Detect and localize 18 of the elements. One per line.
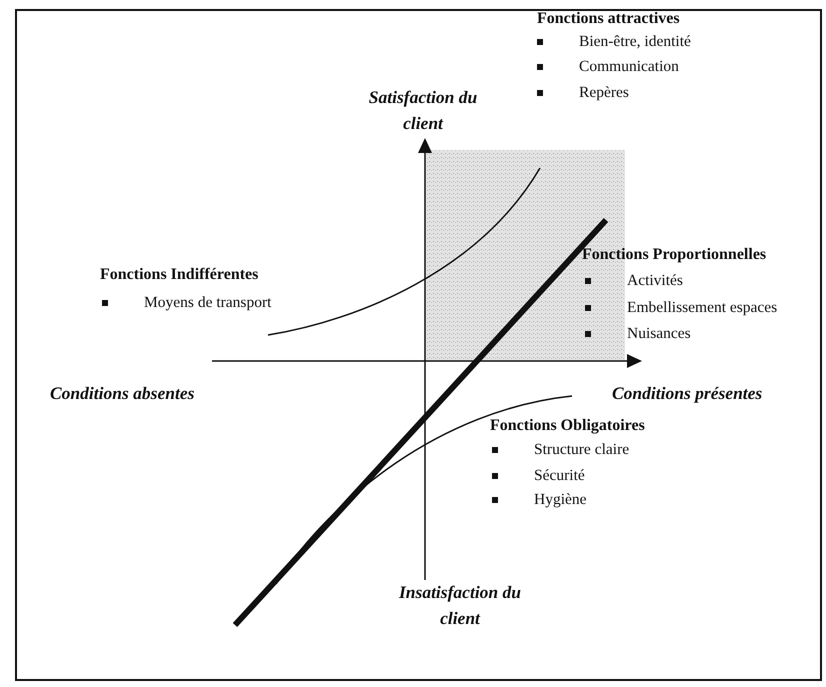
list-item: Sécurité (534, 467, 585, 484)
list-item: Hygiène (534, 491, 587, 508)
group-heading: Fonctions attractives (537, 10, 680, 28)
list-item: Embellissement espaces (627, 299, 778, 316)
list-item: Repères (579, 84, 629, 102)
axis-label: Satisfaction du client (368, 86, 478, 136)
group-heading: Fonctions Proportionnelles (582, 246, 766, 264)
list-item: Bien-être, identité (579, 33, 691, 50)
list-item: Communication (579, 58, 679, 76)
axis-label: Conditions présentes (612, 384, 762, 404)
list-item: Activités (627, 272, 683, 290)
axis-label: Insatisfaction du client (398, 581, 522, 630)
list-item: Moyens de transport (144, 294, 272, 312)
axis-label: Conditions absentes (50, 384, 194, 404)
group-heading: Fonctions Indifférentes (100, 266, 258, 284)
group-heading: Fonctions Obligatoires (490, 417, 645, 435)
list-item: Structure claire (534, 441, 630, 458)
list-item: Nuisances (627, 325, 691, 342)
